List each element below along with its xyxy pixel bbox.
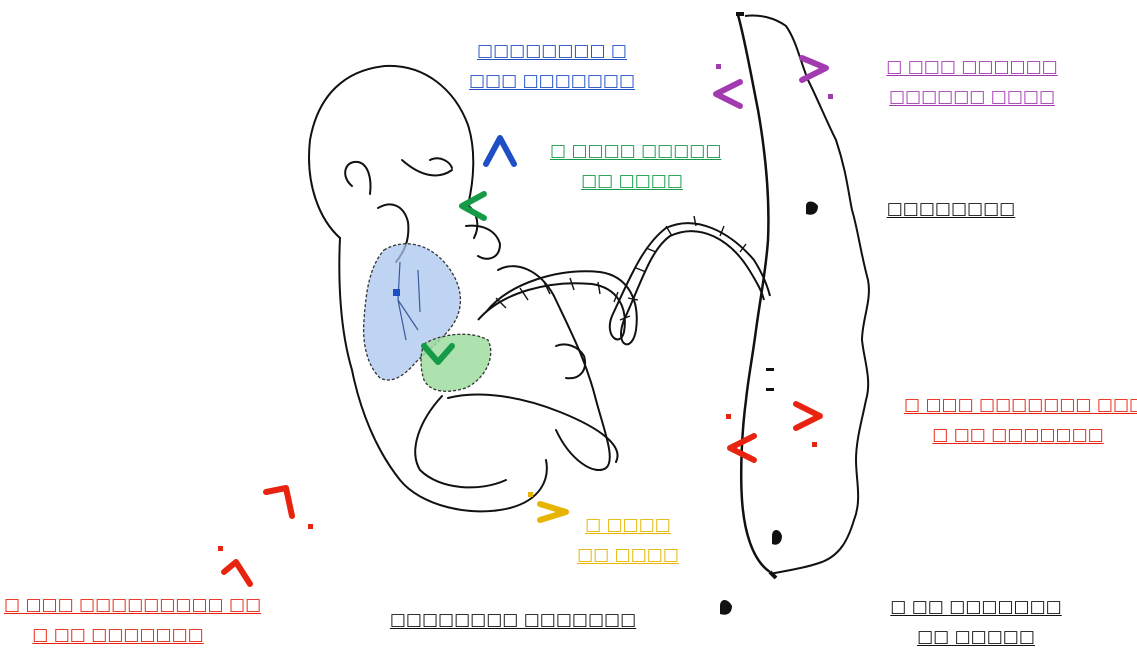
- label-line: □□□□□□□□: [884, 194, 1018, 224]
- umbilical-cord: [478, 216, 770, 344]
- fetus: [309, 66, 618, 511]
- label-bottom-center: □□□□□□□□ □□□□□□□: [372, 605, 654, 635]
- label-right-red: □ □□□ □□□□□□□ □□□□ □ □□ □□□□□□□: [904, 390, 1132, 450]
- label-bottom-right: □ □□ □□□□□□□ □□ □□□□□: [880, 592, 1072, 652]
- label-yellow: □ □□□□ □□ □□□□: [576, 510, 680, 570]
- liver: [421, 334, 491, 391]
- label-top-purple: □ □□□ □□□□□□ □□□□□□ □□□□: [880, 52, 1064, 112]
- label-line: □□□ □□□□□□□: [458, 66, 646, 96]
- yellow-dot: [528, 492, 533, 497]
- label-line: □□□□□□□□ □□□□□□□: [372, 605, 654, 635]
- label-top-green: □ □□□□ □□□□□ □□ □□□□: [550, 136, 714, 196]
- label-placenta: □□□□□□□□: [884, 194, 1018, 224]
- chevron-up-icon: [486, 138, 514, 164]
- label-line: □ □□□□: [576, 510, 680, 540]
- label-top-blue: □□□□□□□□ □ □□□ □□□□□□□: [458, 36, 646, 96]
- label-line: □□□□□□□□ □: [458, 36, 646, 66]
- label-line: □ □□□ □□□□□□: [880, 52, 1064, 82]
- bottom-left-dots: [218, 524, 313, 551]
- lung-dot-icon: [393, 289, 400, 296]
- placenta: [738, 15, 869, 578]
- bottom-left-arrows-icon: [224, 488, 292, 584]
- label-line: □□ □□□□: [550, 166, 714, 196]
- label-line: □ □□□□ □□□□□: [550, 136, 714, 166]
- label-line: □ □□□ □□□□□□□ □□□□: [904, 390, 1132, 420]
- label-line: □□□□□□ □□□□: [880, 82, 1064, 112]
- label-line: □ □□□ □□□□□□□□□ □□: [4, 590, 232, 620]
- label-bottom-left-red: □ □□□ □□□□□□□□□ □□ □ □□ □□□□□□□: [4, 590, 232, 650]
- label-line: □ □□ □□□□□□□: [4, 620, 232, 650]
- label-line: □ □□ □□□□□□□: [904, 420, 1132, 450]
- label-line: □ □□ □□□□□□□: [880, 592, 1072, 622]
- chevron-left-icon: [462, 194, 484, 218]
- label-line: □□ □□□□: [576, 540, 680, 570]
- chevron-right-icon: [540, 504, 566, 520]
- label-line: □□ □□□□□: [880, 622, 1072, 652]
